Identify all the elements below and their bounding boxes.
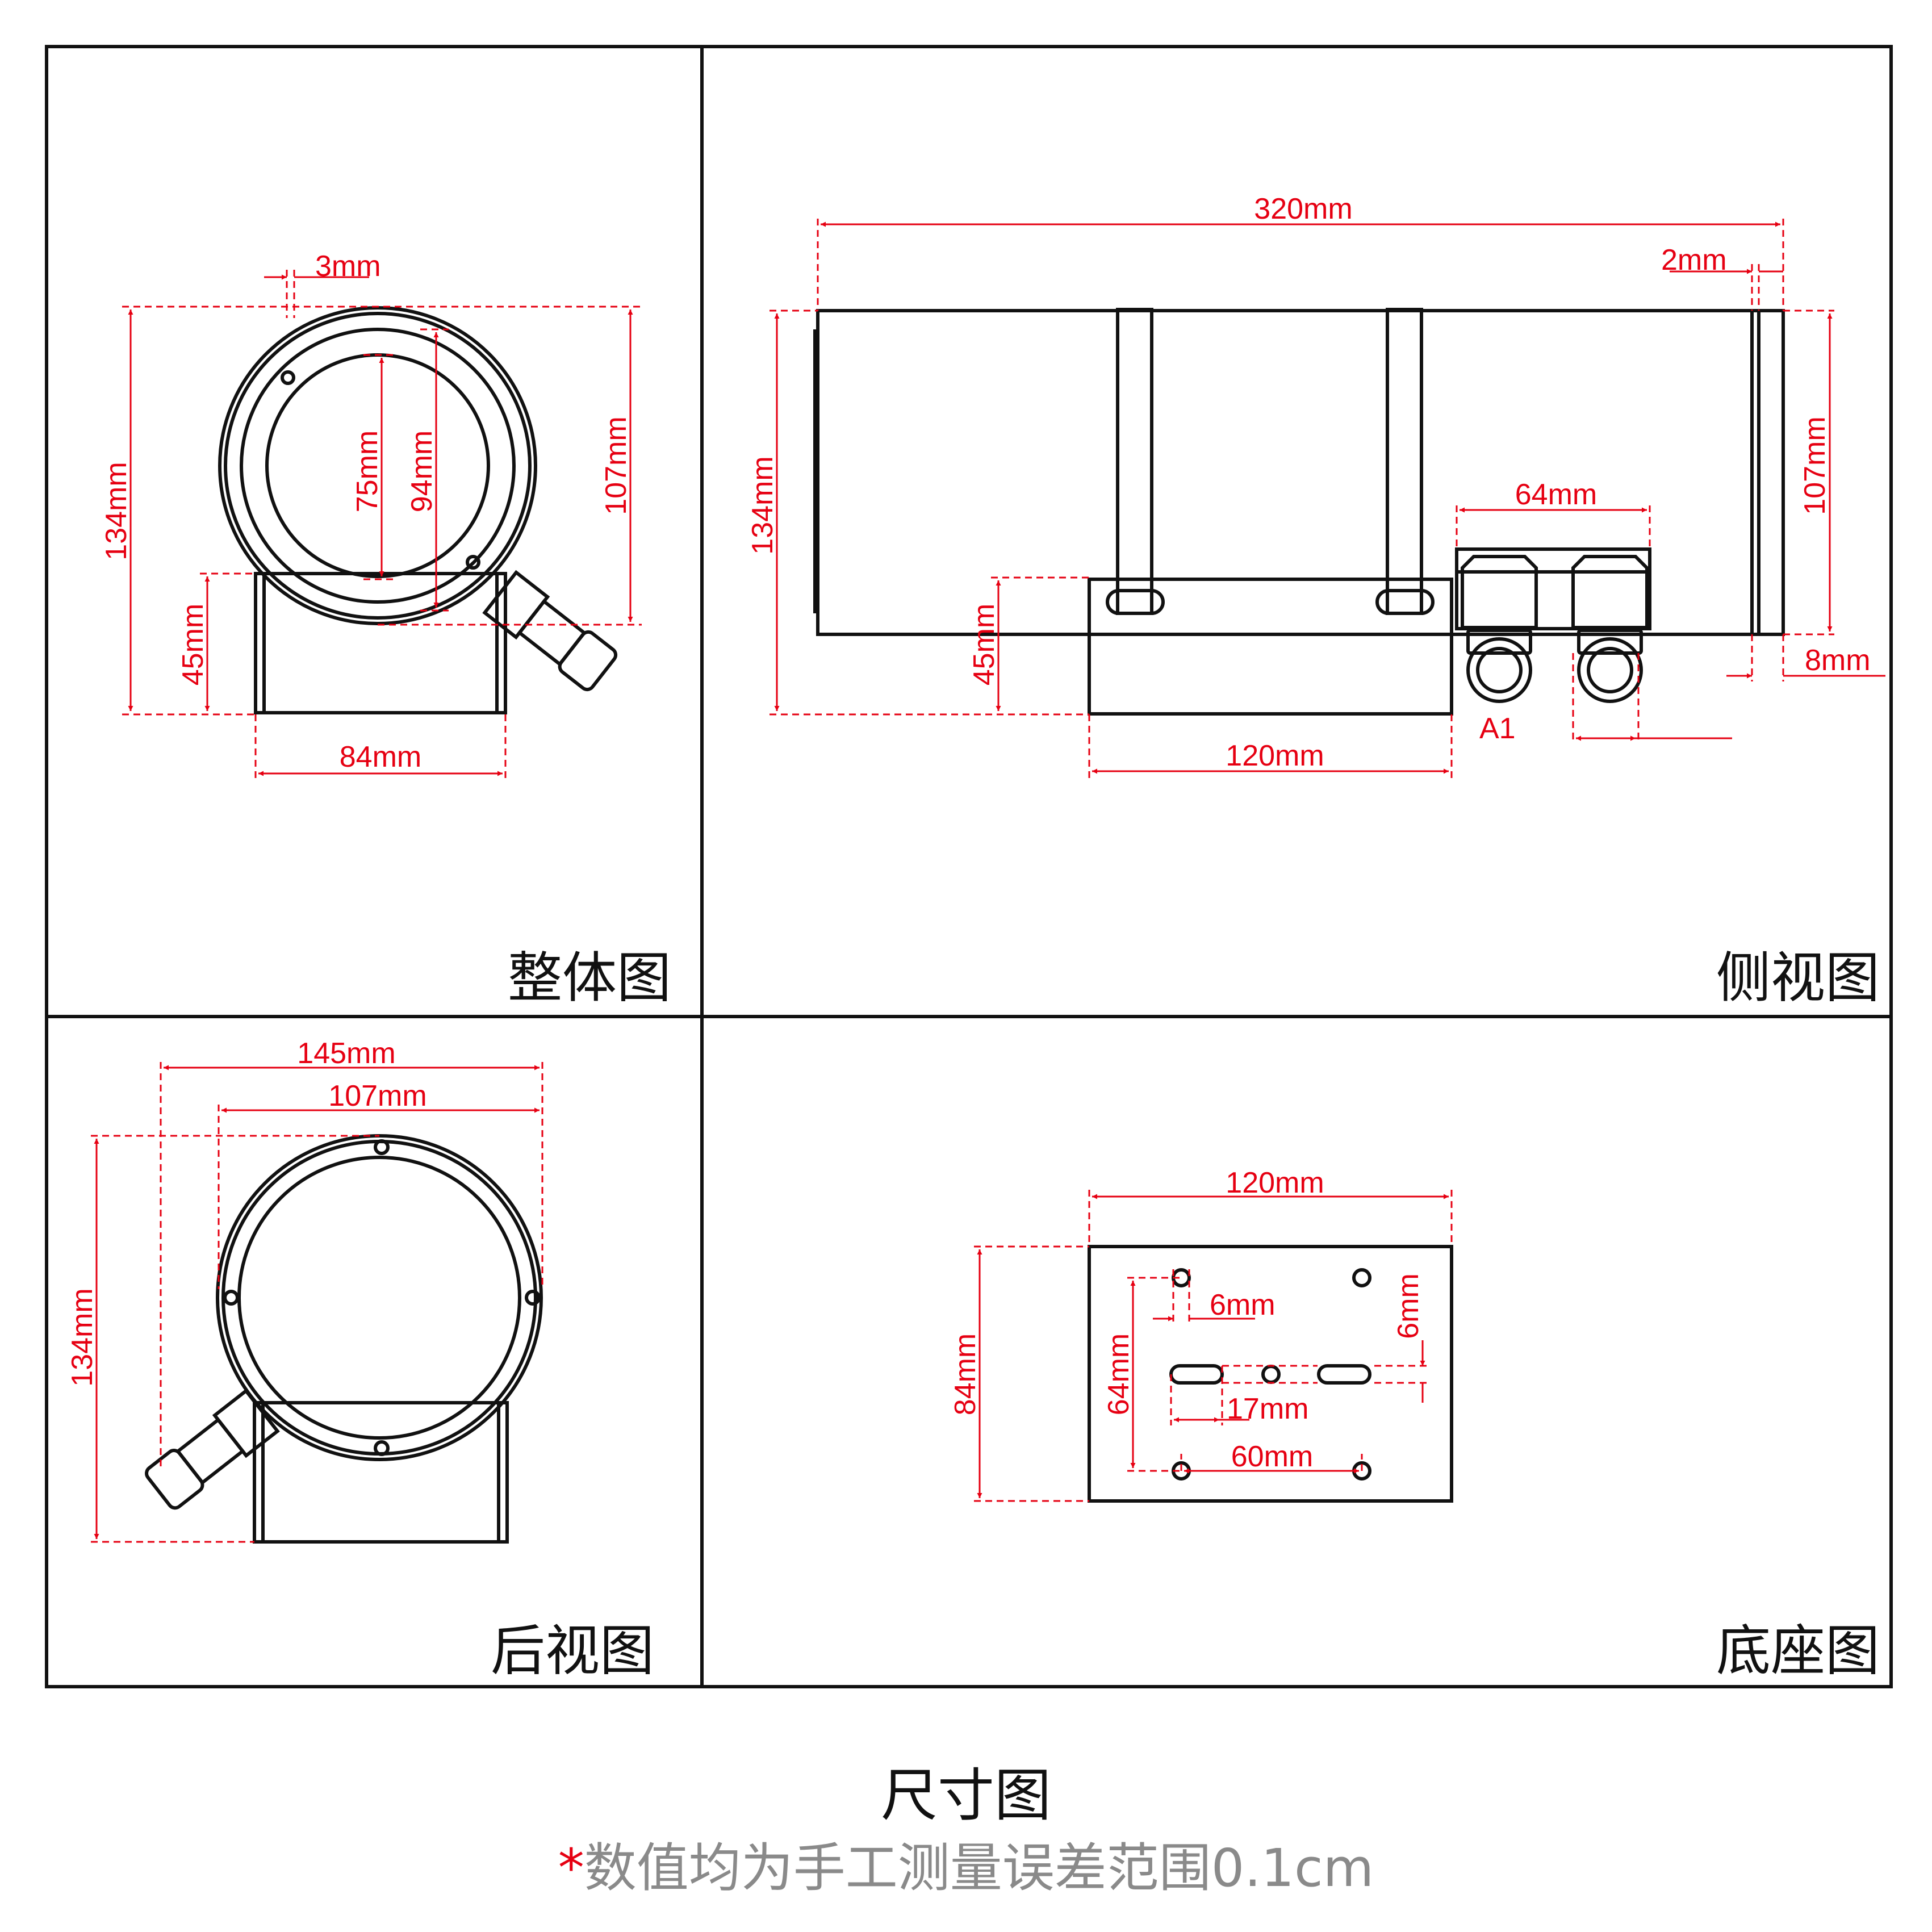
measurement-note: *数值均为手工测量误差范围0.1cm bbox=[0, 1826, 1932, 1901]
overall-view-title: 整体图 bbox=[508, 946, 671, 1010]
note-asterisk: * bbox=[558, 1838, 584, 1898]
dim-side-base-height: 45mm bbox=[968, 604, 1001, 685]
dim-gland-span: 64mm bbox=[1515, 478, 1597, 511]
rear-dimension-lines bbox=[91, 1062, 543, 1543]
dim-end-cap: 8mm bbox=[1805, 644, 1871, 677]
cable-gland-right bbox=[1571, 555, 1649, 703]
dim-hole-span-y: 64mm bbox=[1102, 1333, 1135, 1415]
dim-slot-width: 6mm bbox=[1392, 1273, 1425, 1339]
dim-side-height: 134mm bbox=[746, 456, 779, 554]
camera-rear-outline bbox=[145, 1134, 543, 1544]
overall-dimension-lines bbox=[122, 270, 642, 778]
rear-view-title: 后视图 bbox=[491, 1619, 654, 1683]
note-text: 数值均为手工测量误差范围0.1cm bbox=[584, 1838, 1374, 1898]
base-dimension-labels: 120mm 84mm 6mm 6mm 64mm 17mm 60mm bbox=[949, 1166, 1425, 1473]
dim-base-height: 45mm bbox=[177, 604, 210, 685]
gland-label: A1 bbox=[1479, 712, 1516, 745]
dim-rear-height: 134mm bbox=[66, 1288, 99, 1386]
side-view: 320mm 2mm 134mm 107mm 64mm 45mm 120mm 8m… bbox=[746, 193, 1885, 1010]
drawing-caption: 尺寸图 bbox=[881, 1762, 1051, 1829]
dim-base-length: 120mm bbox=[1226, 739, 1324, 772]
dim-outer-diameter: 107mm bbox=[600, 416, 633, 515]
dim-top-offset: 3mm bbox=[315, 250, 381, 283]
overall-view: 3mm 134mm 107mm 45mm 75mm 94mm 84mm 整体图 bbox=[100, 250, 671, 1010]
frame bbox=[45, 45, 1893, 1688]
overall-dimension-labels: 3mm 134mm 107mm 45mm 75mm 94mm 84mm bbox=[100, 250, 633, 773]
dim-total-width: 145mm bbox=[297, 1037, 395, 1070]
dim-plate-length: 120mm bbox=[1226, 1166, 1324, 1199]
base-view: 120mm 84mm 6mm 6mm 64mm 17mm 60mm 底座图 bbox=[949, 1166, 1880, 1683]
dim-length: 320mm bbox=[1254, 193, 1352, 225]
dim-hole-diameter: 6mm bbox=[1210, 1289, 1276, 1322]
dim-body-width: 107mm bbox=[328, 1080, 426, 1113]
rear-view: 145mm 107mm 134mm 后视图 bbox=[66, 1037, 654, 1683]
dim-slot-length: 17mm bbox=[1227, 1392, 1308, 1425]
dim-height: 134mm bbox=[100, 462, 133, 560]
dim-hole-span-x: 60mm bbox=[1231, 1440, 1313, 1473]
base-dimension-lines bbox=[974, 1190, 1453, 1502]
side-view-title: 侧视图 bbox=[1716, 946, 1880, 1010]
rear-dimension-labels: 145mm 107mm 134mm bbox=[66, 1037, 427, 1387]
dim-plate-width: 84mm bbox=[949, 1333, 982, 1415]
dim-mid-diameter: 94mm bbox=[405, 430, 438, 512]
dim-lip: 2mm bbox=[1661, 244, 1727, 277]
camera-side-outline bbox=[813, 308, 1785, 716]
side-dimension-lines bbox=[770, 219, 1885, 778]
dim-base-width: 84mm bbox=[340, 741, 421, 773]
dim-inner-diameter: 75mm bbox=[351, 430, 384, 512]
dim-side-outer-diameter: 107mm bbox=[1799, 416, 1831, 515]
base-view-title: 底座图 bbox=[1716, 1619, 1880, 1683]
cable-gland-left bbox=[1461, 555, 1538, 703]
side-dimension-labels: 320mm 2mm 134mm 107mm 64mm 45mm 120mm 8m… bbox=[746, 193, 1871, 772]
